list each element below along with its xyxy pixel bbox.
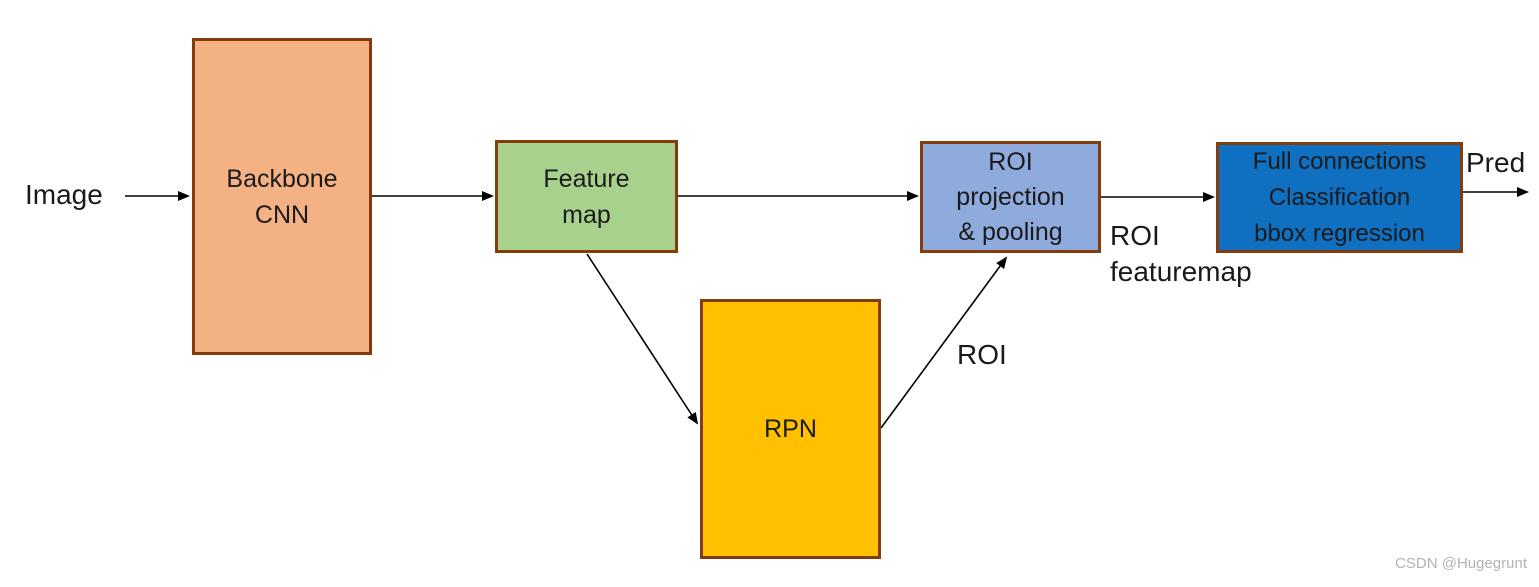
node-fc-classification-head: Full connections Classification bbox reg… — [1216, 142, 1463, 253]
roi-featuremap-edge-label: ROI featuremap — [1110, 220, 1252, 287]
output-pred-label: Pred — [1466, 147, 1526, 178]
node-feature-map-label: Feature map — [543, 164, 630, 229]
node-fc-classification-head-label: Full connections Classification bbox reg… — [1252, 147, 1427, 247]
input-image-label: Image — [25, 179, 103, 210]
node-roi-projection-pooling-label: ROI projection & pooling — [956, 147, 1065, 246]
node-rpn: RPN — [700, 299, 881, 559]
arrow-feature-map-to-rpn — [586, 253, 699, 425]
node-roi-projection-pooling: ROI projection & pooling — [920, 141, 1101, 253]
node-backbone-cnn-label: Backbone CNN — [226, 164, 338, 229]
node-backbone-cnn: Backbone CNN — [192, 38, 372, 355]
roi-edge-label: ROI — [957, 339, 1007, 370]
node-feature-map: Feature map — [495, 140, 678, 253]
watermark-text: CSDN @Hugegrunt — [1395, 555, 1527, 572]
node-rpn-label: RPN — [764, 415, 817, 443]
